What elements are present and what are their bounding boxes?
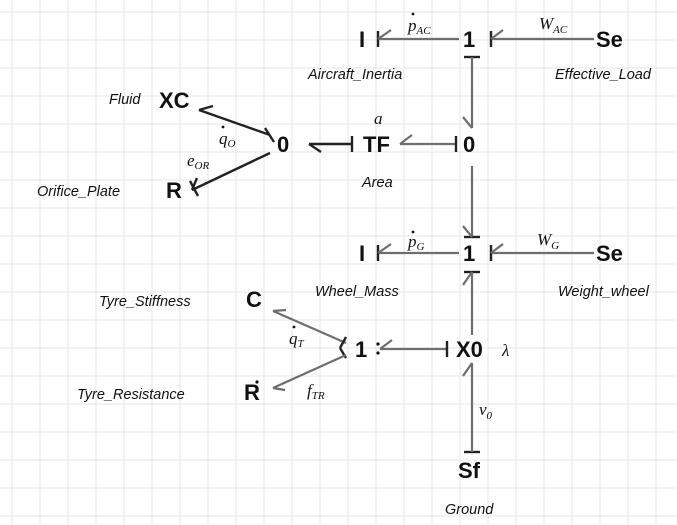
caption-fluid: Fluid [109,92,141,108]
elements: I 1 Se XC 0 TF 0 R I 1 Se C 1 X0 R Sf [159,27,623,483]
bond-tf-to-zero-left [308,136,354,153]
x0-element: X0 [456,337,483,362]
var-q-t: qT [289,329,305,350]
bond-one-top-to-zero-mid [462,55,480,129]
one-junction-low: 1 [355,337,367,362]
bonds [188,29,594,454]
one-junction-mid: 1 [463,241,475,266]
inertia-element-aircraft: I [359,27,365,52]
bond-one-low-to-r-tyre [272,353,347,392]
caption-tyre-resistance: Tyre_Resistance [77,387,185,403]
var-a: a [374,109,383,128]
caption-effective-load: Effective_Load [555,67,652,83]
var-q-o: qO [219,129,236,150]
resistor-element-orifice: R [166,178,182,203]
var-p-g: pG [407,232,425,253]
caption-aircraft-inertia: Aircraft_Inertia [307,67,402,83]
captions: Aircraft_Inertia Effective_Load Fluid Or… [37,67,652,518]
causal-dots [255,342,380,393]
transformer-element: TF [363,132,390,157]
effort-source-wheel: Se [596,241,623,266]
caption-weight-wheel: Weight_wheel [558,284,650,300]
inertia-element-wheel: I [359,241,365,266]
flow-source-ground: Sf [458,458,481,483]
caption-orifice-plate: Orifice_Plate [37,184,120,200]
capacitor-element-tyre: C [246,287,262,312]
caption-area: Area [361,175,393,191]
variables: pAC WAC qO eOR a pG WG qT fTR λ v0 [187,12,568,422]
dot-p-ac [411,12,415,16]
resistor-element-tyre: R [244,380,260,405]
xc-element-fluid: XC [159,88,190,113]
var-e-or: eOR [187,151,209,172]
var-p-ac: pAC [407,16,431,37]
bond-zero-left-to-xc [198,104,276,143]
bond-x0-to-one-low [379,339,449,357]
bond-sf-to-x0 [462,362,480,454]
dot-q-o [221,125,225,129]
dot-p-g [411,230,415,234]
var-lambda: λ [501,341,509,360]
var-f-tr: fTR [307,381,325,402]
zero-junction-mid: 0 [463,132,475,157]
bond-one-mid-to-i-mid [376,243,459,261]
var-w-g: WG [537,230,559,252]
bond-zero-mid-to-tf [399,134,458,152]
bond-one-top-to-i-top [376,29,459,47]
caption-tyre-stiffness: Tyre_Stiffness [99,294,191,310]
one-junction-top: 1 [463,27,475,52]
caption-ground: Ground [445,502,494,518]
bond-zero-left-to-r-orifice [188,151,271,197]
bond-se-top-to-one-top [489,29,594,47]
bond-se-mid-to-one-mid [489,243,594,261]
var-w-ac: WAC [539,14,568,36]
bond-x0-to-one-mid [462,270,480,335]
bond-one-low-to-c [272,308,348,359]
var-v-0: v0 [479,400,493,422]
zero-junction-left: 0 [277,132,289,157]
effort-source-aircraft: Se [596,27,623,52]
bond-zero-mid-to-one-mid [462,166,480,239]
dot-q-t [292,325,296,329]
caption-wheel-mass: Wheel_Mass [315,284,399,300]
